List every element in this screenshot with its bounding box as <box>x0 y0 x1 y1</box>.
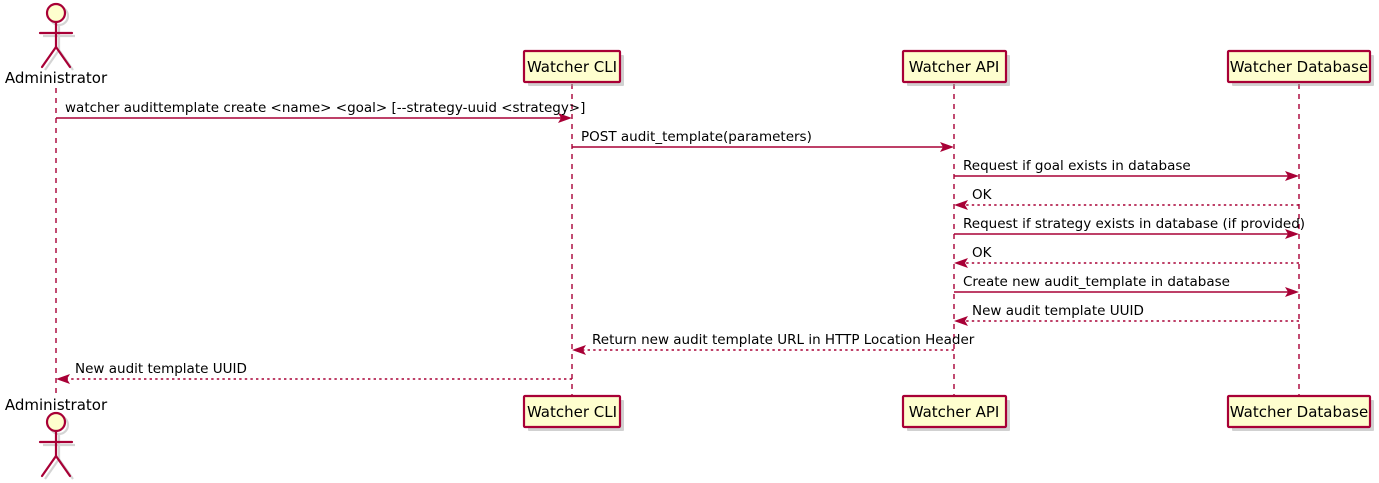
participant-label-watcher-cli-top: Watcher CLI <box>527 58 617 76</box>
message-5-label: Request if strategy exists in database (… <box>963 216 1305 232</box>
message-3-label: Request if goal exists in database <box>963 158 1191 174</box>
message-9-arrowhead-icon <box>572 345 586 355</box>
participant-watcher-cli-top[interactable]: Watcher CLI <box>522 49 624 86</box>
actor-leg-right-line-bottom <box>54 454 72 478</box>
participant-label-watcher-database-top: Watcher Database <box>1230 58 1368 76</box>
message-10-arrowhead-icon <box>56 374 70 384</box>
actor-administrator-top[interactable]: Administrator <box>5 2 108 87</box>
message-9-label: Return new audit template URL in HTTP Lo… <box>592 332 975 348</box>
participant-watcher-database-bottom[interactable]: Watcher Database <box>1226 394 1374 431</box>
participant-box-watcher-cli-top[interactable] <box>522 49 622 84</box>
participant-box-watcher-api-bottom[interactable] <box>901 394 1008 429</box>
actor-leg-left-line <box>40 45 58 69</box>
actor-head-icon-bottom <box>45 411 67 433</box>
actor-administrator-bottom[interactable]: Administrator <box>5 396 108 480</box>
message-9[interactable]: Return new audit template URL in HTTP Lo… <box>572 332 975 355</box>
message-10[interactable]: New audit template UUID <box>56 361 572 384</box>
participant-label-watcher-database-bottom: Watcher Database <box>1230 403 1368 421</box>
participant-box-watcher-api-top[interactable] <box>901 49 1008 84</box>
message-2-arrowhead-icon <box>940 142 954 152</box>
message-8-arrowhead-icon <box>954 316 968 326</box>
participant-watcher-cli-bottom[interactable]: Watcher CLI <box>522 394 624 431</box>
message-10-label: New audit template UUID <box>75 361 247 377</box>
message-6-arrowhead-icon <box>954 258 968 268</box>
message-4-label: OK <box>972 187 993 203</box>
participant-box-watcher-cli-bottom[interactable] <box>522 394 622 429</box>
participant-box-watcher-database-bottom[interactable] <box>1226 394 1372 429</box>
participant-watcher-database-top[interactable]: Watcher Database <box>1226 49 1374 86</box>
message-1[interactable]: watcher audittemplate create <name> <goa… <box>56 100 585 123</box>
message-8-label: New audit template UUID <box>972 303 1144 319</box>
actor-leg-left-line-bottom <box>40 454 58 478</box>
message-8[interactable]: New audit template UUID <box>954 303 1299 326</box>
message-3-arrowhead-icon <box>1285 171 1299 181</box>
participant-watcher-api-top[interactable]: Watcher API <box>901 49 1010 86</box>
message-1-label: watcher audittemplate create <name> <goa… <box>65 100 585 116</box>
participant-label-watcher-api-top: Watcher API <box>909 58 1000 76</box>
message-7-arrowhead-icon <box>1285 287 1299 297</box>
message-3[interactable]: Request if goal exists in database <box>954 158 1299 181</box>
message-5[interactable]: Request if strategy exists in database (… <box>954 216 1305 239</box>
message-1-arrowhead-icon <box>558 113 572 123</box>
message-4-arrowhead-icon <box>954 200 968 210</box>
participant-label-watcher-api-bottom: Watcher API <box>909 403 1000 421</box>
message-6-label: OK <box>972 245 993 261</box>
message-6[interactable]: OK <box>954 245 1299 268</box>
participant-box-watcher-database-top[interactable] <box>1226 49 1372 84</box>
message-2[interactable]: POST audit_template(parameters) <box>572 129 954 152</box>
message-7[interactable]: Create new audit_template in database <box>954 274 1299 297</box>
lifelines <box>55 84 1300 396</box>
message-4[interactable]: OK <box>954 187 1299 210</box>
actor-label-administrator-bottom: Administrator <box>5 396 108 414</box>
message-5-arrowhead-icon <box>1285 229 1299 239</box>
actor-head-icon <box>45 2 67 24</box>
participant-label-watcher-cli-bottom: Watcher CLI <box>527 403 617 421</box>
actor-label-administrator-top: Administrator <box>5 69 108 87</box>
message-7-label: Create new audit_template in database <box>963 274 1230 290</box>
message-2-label: POST audit_template(parameters) <box>581 129 812 145</box>
actor-leg-right-line <box>54 45 72 69</box>
participant-watcher-api-bottom[interactable]: Watcher API <box>901 394 1010 431</box>
